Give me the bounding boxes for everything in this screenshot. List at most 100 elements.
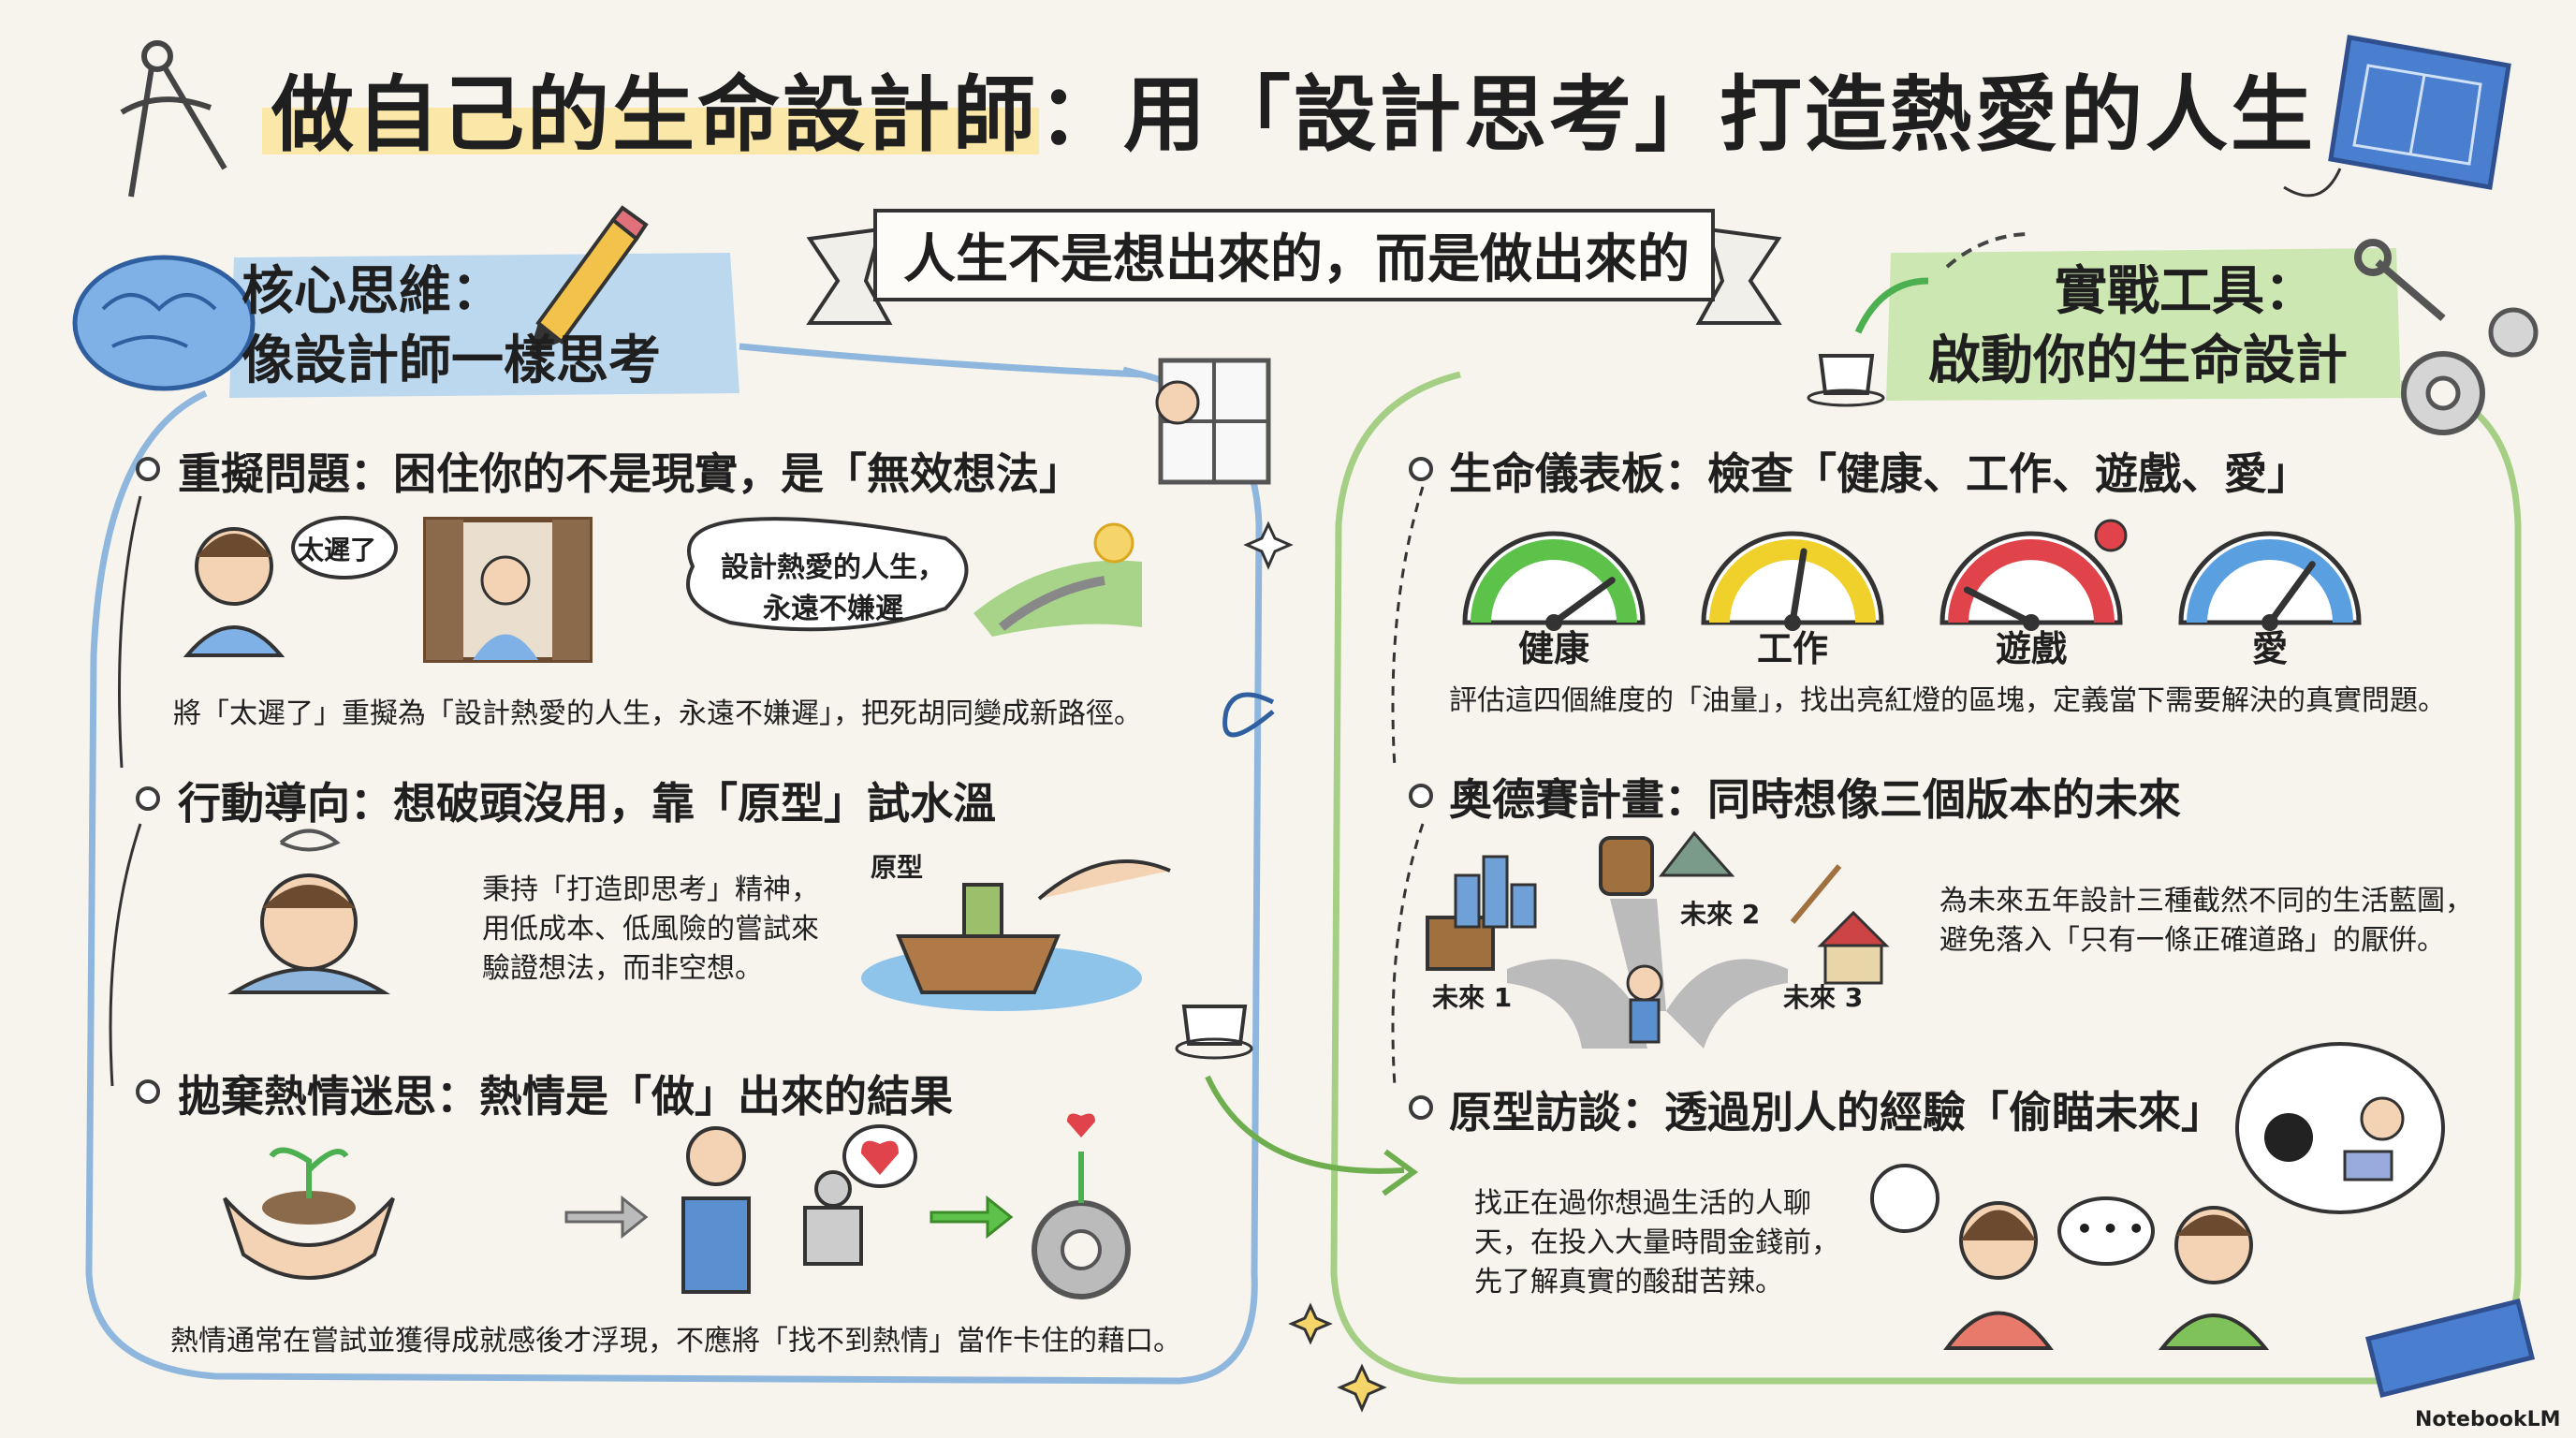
late-bubble-text: 太遲了 <box>298 535 377 565</box>
wrench-icon <box>2354 239 2446 322</box>
gauge-2 <box>1939 519 2128 631</box>
prototype-label: 原型 <box>871 852 924 883</box>
prototype-line3: 驗證想法，而非空想。 <box>482 952 763 985</box>
odyssey-line1: 為未來五年設計三種截然不同的生活藍圖， <box>1939 885 2473 917</box>
gauge-labels: 健康 工作 遊戲 愛 <box>1460 620 2396 669</box>
left-header: 核心思維： 像設計師一樣思考 <box>242 257 661 396</box>
gauge-needle <box>2266 561 2316 626</box>
frustrated-person-icon <box>227 829 390 994</box>
gauge-0 <box>1462 531 1646 631</box>
swirl-arrow-icon <box>1222 692 1275 738</box>
brand-label: NotebookLM <box>2415 1408 2561 1431</box>
city-icon <box>1454 855 1537 929</box>
banner-ribbon <box>806 209 1782 325</box>
future-3-label: 未來 3 <box>1783 982 1864 1013</box>
worried-person-icon <box>183 527 285 657</box>
interview-line2: 天，在投入大量時間金錢前， <box>1474 1226 1839 1259</box>
left-header-line2: 像設計師一樣思考 <box>242 330 661 391</box>
sparkle-icon <box>1243 521 1294 570</box>
connector-arrow-head <box>1382 1149 1419 1196</box>
passion-body: 熱情通常在嘗試並獲得成就感後才浮現，不應將「找不到熱情」當作卡住的藉口。 <box>170 1325 1181 1357</box>
crossroads-icon <box>1507 899 1788 1049</box>
interview-line1: 找正在過你想過生活的人聊 <box>1474 1187 1811 1220</box>
page-title: 做自己的生命設計師：用「設計思考」打造熱愛的人生 <box>271 66 2317 163</box>
odyssey-line2: 避免落入「只有一條正確道路」的厭倂。 <box>1939 924 2445 957</box>
gauge-1 <box>1701 531 1884 631</box>
reframe-bubble-text: 設計熱愛的人生， 永遠不嫌遲 <box>702 548 964 630</box>
gauge-label: 愛 <box>2251 628 2288 669</box>
right-header-highlight <box>1886 248 2401 401</box>
flow-line-4 <box>1391 823 1425 1087</box>
prototype-line1: 秉持「打造即思考」精神， <box>482 873 819 906</box>
star-icon <box>1337 1363 1387 1413</box>
reframe-line1: 設計熱愛的人生， <box>721 551 945 584</box>
green-arrow-icon <box>1854 277 1929 334</box>
right-header: 實戰工具： 啟動你的生命設計 <box>1928 257 2348 396</box>
odyssey-body: 為未來五年設計三種截然不同的生活藍圖， 避免落入「只有一條正確道路」的厭倂。 <box>1939 882 2473 961</box>
bullet-icon <box>136 1079 160 1104</box>
gauge-needle <box>1550 577 1616 626</box>
arrow-green-icon <box>929 1195 1014 1240</box>
arrow-icon <box>2283 168 2342 198</box>
winding-road-icon <box>973 522 1142 637</box>
title-highlight <box>262 108 1039 154</box>
gauge-band <box>2187 539 2353 623</box>
future-2-label: 未來 2 <box>1680 899 1761 930</box>
dashed-arrow-icon <box>1945 232 2032 269</box>
right-header-line2: 啟動你的生命設計 <box>1928 330 2348 391</box>
flow-line-2 <box>109 823 142 1087</box>
future-dream-bubble-icon <box>2235 1042 2445 1214</box>
house-icon <box>1817 910 1890 985</box>
dashboard-gauges <box>1462 519 2362 631</box>
section-heading-passion: 拋棄熱情迷思：熱情是「做」出來的結果 <box>178 1071 953 1122</box>
open-window-icon <box>423 517 593 663</box>
bullet-icon <box>1409 457 1433 481</box>
connector-arrow-icon <box>1205 1075 1405 1174</box>
gauge-label: 健康 <box>1517 628 1589 669</box>
banner-text: 人生不是想出來的，而是做出來的 <box>903 229 1690 290</box>
section-heading-odyssey: 奧德賽計畫：同時想像三個版本的未來 <box>1449 774 2181 825</box>
late-bubble <box>291 516 398 580</box>
paper-boat-icon <box>861 859 1171 1011</box>
backpack-mountain-icon <box>1599 830 1735 896</box>
section-heading-interview: 原型訪談：透過別人的經驗「偷瞄未來」 <box>1449 1087 2224 1137</box>
star-icon-2 <box>1288 1302 1333 1345</box>
bullet-icon <box>136 457 160 481</box>
reframe-body: 將「太遲了」重擬為「設計熱愛的人生，永遠不嫌遲」，把死胡同變成新路徑。 <box>173 697 1142 730</box>
gauge-label: 工作 <box>1756 628 1828 669</box>
gauge-label: 遊戲 <box>1995 628 2067 669</box>
paintbrush-icon <box>1790 864 1842 924</box>
future-1-label: 未來 1 <box>1432 982 1513 1013</box>
bullet-icon <box>136 786 160 811</box>
pencil-icon <box>529 205 649 354</box>
compass-icon <box>120 40 227 198</box>
reframe-cloud <box>686 517 969 632</box>
gauge-band <box>1948 539 2115 623</box>
bullet-icon <box>1409 1095 1433 1120</box>
left-header-line1: 核心思維： <box>242 261 504 322</box>
section-heading-reframe: 重擬問題：困住你的不是現實，是「無效想法」 <box>178 448 1082 499</box>
right-header-line1: 實戰工具： <box>2055 261 2317 322</box>
heart-bubble-icon <box>842 1124 917 1188</box>
pencil-case-icon <box>2364 1298 2536 1399</box>
section-heading-prototype: 行動導向：想破頭沒用，靠「原型」試水溫 <box>178 778 996 829</box>
gauge-band <box>1709 539 1876 623</box>
gear-icon <box>2401 307 2539 435</box>
reframe-line2: 永遠不嫌遲 <box>763 593 903 625</box>
speech-bubble-icon <box>2057 1196 2155 1266</box>
coffee-mug-icon <box>1175 1005 1253 1060</box>
left-frame-top <box>739 343 1143 378</box>
prototype-line2: 用低成本、低風險的嘗試來 <box>482 913 819 946</box>
speech-dots: • • • <box>2076 1213 2145 1244</box>
flow-line-3 <box>1391 486 1425 769</box>
interview-body: 找正在過你想過生活的人聊 天，在投入大量時間金錢前， 先了解真實的酸甜苦辣。 <box>1474 1184 1839 1302</box>
coffee-cup-icon <box>1807 354 1885 407</box>
flow-line <box>118 495 142 769</box>
gauge-needle <box>1963 586 2035 626</box>
window-icon <box>1155 358 1271 485</box>
arrow-gray-icon <box>564 1195 649 1240</box>
gauge-band <box>1471 539 1637 623</box>
person-building-robot-icon <box>681 1126 863 1294</box>
